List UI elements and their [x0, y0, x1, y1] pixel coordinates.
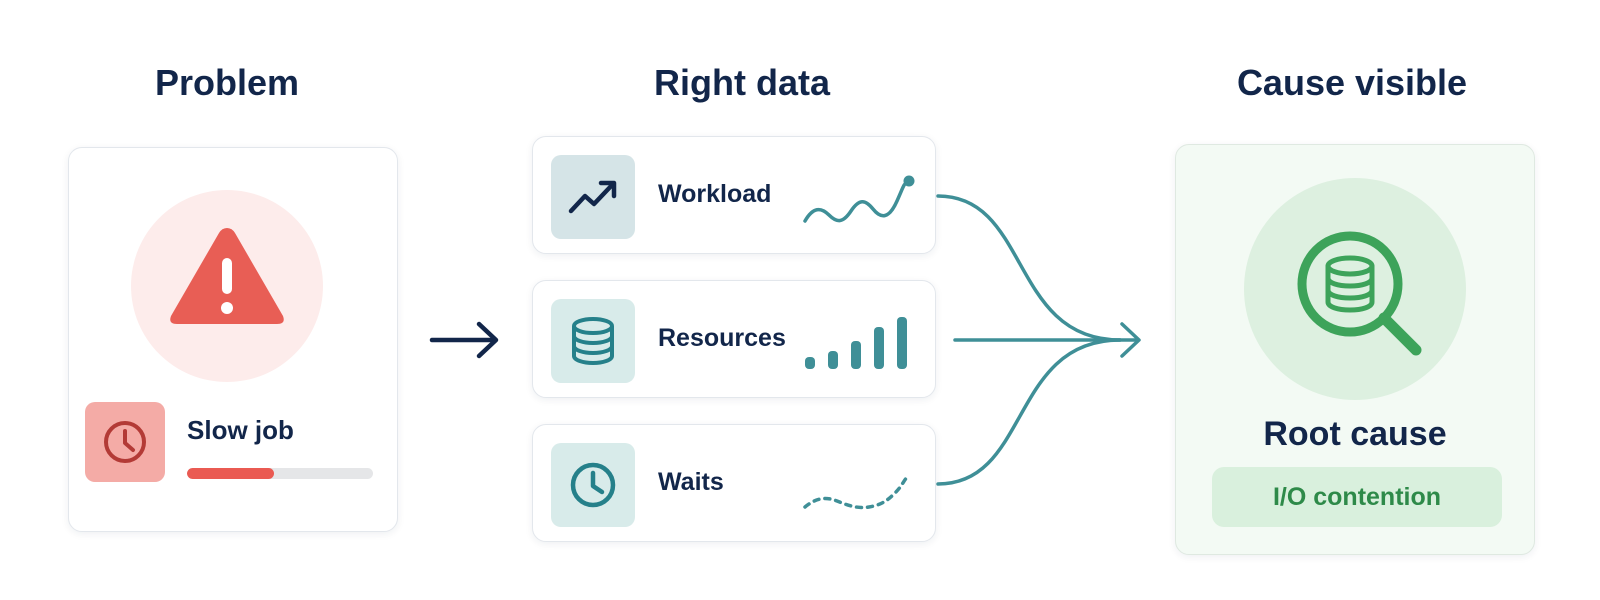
slow-job-clock-tile	[85, 402, 165, 482]
data-source-label: Workload	[658, 180, 772, 208]
database-search-icon	[1297, 231, 1422, 356]
clock-icon	[104, 421, 146, 463]
root-cause-card: Root cause I/O contention	[1175, 144, 1535, 555]
database-icon	[572, 317, 614, 366]
trending-up-icon	[568, 180, 617, 214]
resources-bar-sparkline	[805, 317, 907, 369]
data-card-workload: Workload	[532, 136, 936, 254]
resources-icon-tile	[551, 299, 635, 383]
warning-triangle-icon	[170, 228, 284, 324]
slow-job-label: Slow job	[187, 415, 294, 445]
right-data-heading: Right data	[654, 62, 830, 103]
problem-to-data-arrow	[429, 321, 499, 359]
data-card-waits: Waits	[532, 424, 936, 542]
workload-sparkline	[803, 175, 915, 223]
waits-icon-tile	[551, 443, 635, 527]
root-cause-title: Root cause	[1263, 415, 1447, 453]
clock-icon	[570, 462, 616, 508]
workload-icon-tile	[551, 155, 635, 239]
data-source-label: Resources	[658, 324, 786, 352]
cause-visible-heading: Cause visible	[1236, 62, 1468, 103]
alert-halo	[131, 190, 323, 382]
slow-job-progress-fill	[187, 468, 275, 479]
problem-heading: Problem	[154, 62, 300, 103]
slow-job-progress	[187, 468, 373, 479]
merge-arrows	[936, 194, 1141, 486]
root-cause-finding: I/O contention	[1212, 467, 1502, 527]
waits-dotted-sparkline	[803, 473, 911, 510]
data-source-label: Waits	[658, 468, 724, 496]
problem-card: Slow job	[68, 147, 398, 532]
data-card-resources: Resources	[532, 280, 936, 398]
cause-halo	[1244, 178, 1466, 400]
